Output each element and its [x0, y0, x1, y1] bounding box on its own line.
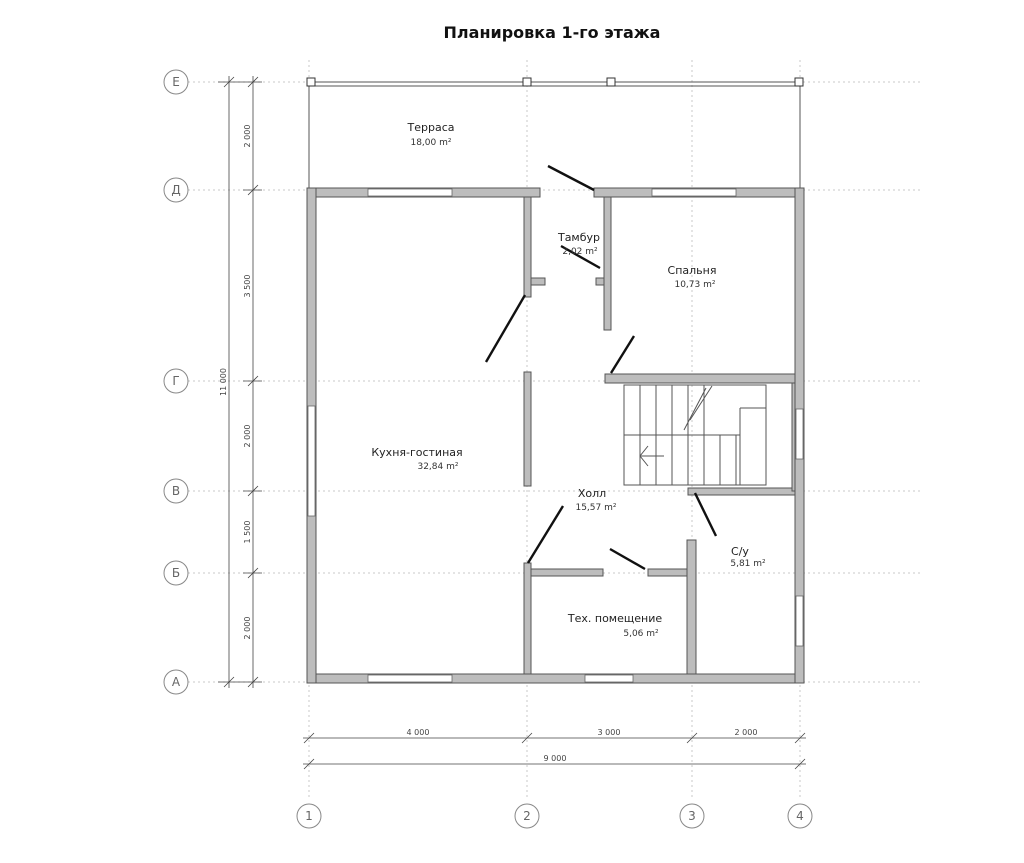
- dimension-label: 2 000: [735, 728, 758, 737]
- row-axis-marker: Б: [163, 560, 189, 586]
- room-area: 15,57 m²: [575, 503, 616, 513]
- room-name: Терраса: [407, 121, 455, 134]
- column-axis-label: 2: [523, 809, 531, 823]
- dimension-label: 2 000: [243, 425, 252, 448]
- room-label: Тамбур 2,02 m²: [557, 231, 600, 257]
- dimension-label: 3 000: [598, 728, 621, 737]
- horizontal-dimensions: 4 000 3 000 2 000 9 000: [303, 728, 806, 770]
- row-axis-label: Г: [172, 374, 179, 388]
- windows: [307, 188, 804, 683]
- window: [584, 674, 634, 683]
- room-label: Кухня-гостиная 32,84 m²: [371, 446, 462, 472]
- room-label: Спальня 10,73 m²: [668, 264, 717, 290]
- row-axis-marker: Г: [163, 368, 189, 394]
- room-area: 2,02 m²: [562, 247, 598, 257]
- row-axis-label: А: [172, 675, 181, 689]
- row-axis-marker: А: [163, 669, 189, 695]
- column-axis-label: 4: [796, 809, 804, 823]
- row-axis-label: Е: [172, 75, 180, 89]
- room-area: 32,84 m²: [417, 462, 458, 472]
- room-name: Спальня: [668, 264, 717, 277]
- dimension-label: 2 000: [243, 125, 252, 148]
- dimension-label: 3 500: [243, 275, 252, 298]
- row-axis-label: В: [172, 484, 180, 498]
- grid-lines: [188, 60, 920, 800]
- window: [795, 408, 804, 460]
- column-axis-marker: 1: [296, 803, 322, 829]
- room-labels: Терраса 18,00 m² Тамбур 2,02 m² Спальня …: [371, 121, 766, 639]
- column-axis-markers: 1 2 3 4: [296, 803, 813, 829]
- door-leaf: [693, 492, 718, 537]
- door-leaf: [526, 505, 565, 564]
- room-area: 18,00 m²: [410, 138, 451, 148]
- door-leaf: [609, 547, 646, 571]
- vertical-dimensions: 2 000 3 500 2 000 1 500 2 000 11 000: [218, 76, 262, 688]
- dimension-label: 4 000: [407, 728, 430, 737]
- terrace-outline: [306, 77, 804, 190]
- dimension-total-label: 11 000: [219, 368, 228, 396]
- row-axis-marker: Е: [163, 69, 189, 95]
- column-axis-marker: 3: [679, 803, 705, 829]
- dimension-label: 2 000: [243, 617, 252, 640]
- row-axis-label: Д: [171, 183, 180, 197]
- room-area: 5,06 m²: [623, 629, 659, 639]
- room-name: Холл: [578, 487, 606, 500]
- window: [367, 674, 453, 683]
- room-area: 10,73 m²: [674, 280, 715, 290]
- window: [307, 405, 316, 517]
- room-name: Тамбур: [557, 231, 600, 244]
- plan-title: Планировка 1-го этажа: [444, 23, 661, 42]
- dimension-label: 1 500: [243, 521, 252, 544]
- door-leaf: [547, 164, 595, 192]
- dimension-total-label: 9 000: [544, 754, 567, 763]
- column-axis-label: 3: [688, 809, 696, 823]
- room-label: Терраса 18,00 m²: [407, 121, 455, 148]
- row-axis-markers: Е Д Г В Б А: [163, 69, 189, 695]
- row-axis-marker: Д: [163, 177, 189, 203]
- row-axis-label: Б: [172, 566, 180, 580]
- row-axis-marker: В: [163, 478, 189, 504]
- door-leaf: [560, 244, 601, 270]
- staircase: [623, 384, 767, 486]
- doors: [484, 164, 718, 571]
- room-area: 5,81 m²: [730, 559, 766, 569]
- room-name: Кухня-гостиная: [371, 446, 462, 459]
- door-leaf: [609, 335, 636, 374]
- room-label: Тех. помещение 5,06 m²: [567, 612, 662, 639]
- column-axis-marker: 4: [787, 803, 813, 829]
- room-name: С/у: [731, 545, 749, 558]
- window: [651, 188, 737, 197]
- column-axis-label: 1: [305, 809, 313, 823]
- room-label: Холл 15,57 m²: [575, 487, 616, 513]
- room-name: Тех. помещение: [567, 612, 662, 625]
- room-label: С/у 5,81 m²: [730, 545, 766, 569]
- door-leaf: [484, 294, 527, 363]
- column-axis-marker: 2: [514, 803, 540, 829]
- window: [367, 188, 453, 197]
- window: [795, 595, 804, 647]
